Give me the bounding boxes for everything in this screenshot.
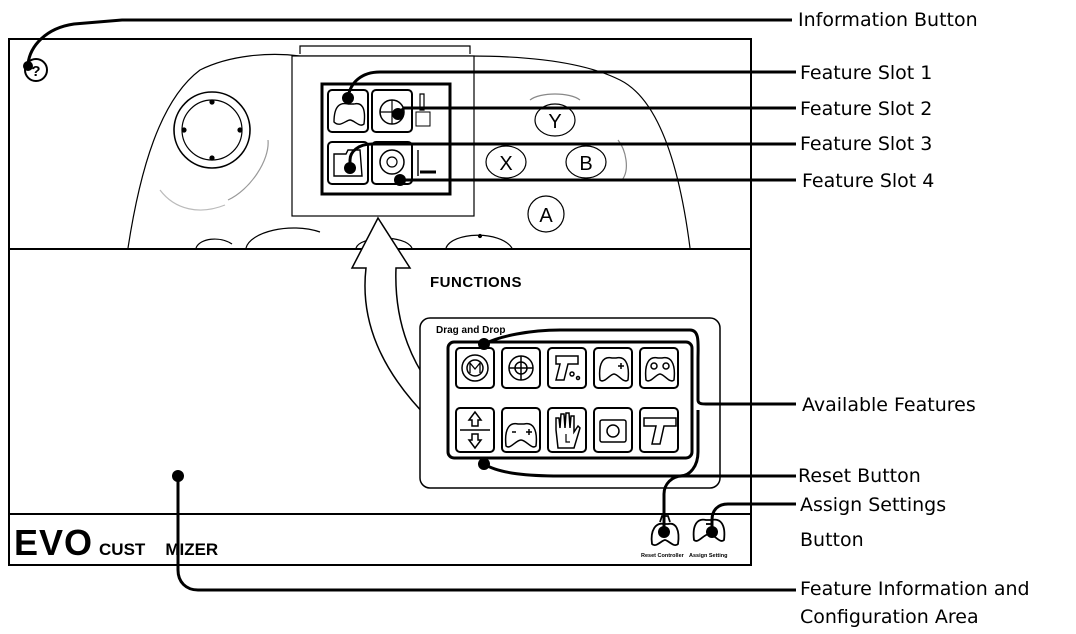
callout-feature-slot-3: Feature Slot 3 (800, 133, 933, 155)
features-tray (446, 340, 694, 460)
brand-evo: EVO (14, 522, 94, 563)
folder-icon (333, 149, 363, 177)
callout-information-button: Information Button (798, 9, 978, 31)
hand-l-icon (555, 412, 581, 449)
gun-icon (555, 355, 579, 381)
reset-controller-button[interactable] (650, 522, 680, 546)
feature-slot-3[interactable] (327, 141, 369, 185)
brand-customizer-head: CUST (99, 540, 146, 559)
feature-slot-4[interactable] (371, 141, 413, 185)
gamepad-ab-icon (644, 356, 676, 382)
feature-slot-1[interactable] (327, 89, 369, 133)
gamepad-plus-icon (598, 356, 630, 382)
mouse-icon (415, 111, 431, 127)
brand-customizer-tail: MIZER (165, 540, 219, 559)
reset-controller-caption: Reset Controller (641, 553, 684, 559)
rifle-auto-icon (643, 417, 677, 445)
gamepad-icon (333, 102, 366, 126)
feature-slot-grid (320, 82, 452, 196)
gear-m-icon (461, 354, 489, 382)
callout-available-features: Available Features (802, 394, 976, 416)
callout-feature-slot-1: Feature Slot 1 (800, 62, 933, 84)
callout-config-area-2: Configuration Area (800, 606, 979, 628)
brand-logo: EVO CUST MIZER (14, 522, 218, 564)
section-divider-bottom (8, 513, 752, 515)
callout-assign-settings-1: Assign Settings (800, 494, 947, 516)
feature-slot-2[interactable] (371, 89, 413, 133)
assign-setting-button[interactable] (692, 518, 726, 542)
gear-icon (379, 149, 405, 175)
callout-config-area-1: Feature Information and (800, 578, 1030, 600)
gamepad-minus-plus-icon (504, 422, 538, 448)
callout-reset-button: Reset Button (798, 465, 921, 487)
feature-tile-hand-l[interactable] (547, 407, 587, 453)
svg-text:?: ? (31, 63, 40, 80)
button-a-label: A (539, 205, 553, 227)
callout-feature-slot-4: Feature Slot 4 (802, 170, 935, 192)
callout-feature-slot-2: Feature Slot 2 (800, 98, 933, 120)
feature-tile-rifle-auto[interactable] (639, 407, 679, 453)
feature-tiles (455, 347, 679, 453)
assign-setting-caption: Assign Setting (689, 553, 728, 559)
button-x-label: X (499, 153, 512, 175)
functions-title: FUNCTIONS (430, 274, 522, 291)
callout-assign-settings-2: Button (800, 529, 864, 551)
button-b-label: B (579, 153, 592, 175)
feature-tile-gamepad-minus-plus[interactable] (501, 407, 541, 453)
feature-slots (327, 89, 436, 185)
drag-and-drop-label: Drag and Drop (436, 325, 506, 336)
button-y-label: Y (548, 111, 561, 133)
callout-dots (23, 61, 718, 538)
camera-icon (599, 419, 627, 443)
feature-tile-camera[interactable] (593, 407, 633, 453)
